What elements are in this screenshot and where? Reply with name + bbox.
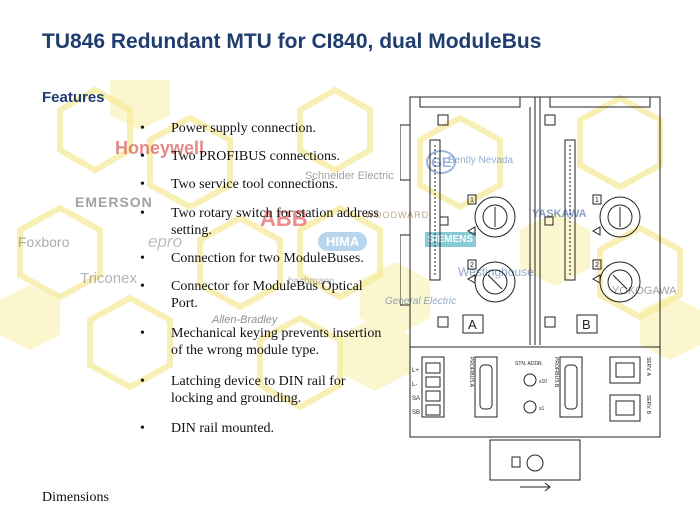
list-item: •Mechanical keying prevents insertion of… [140,326,382,358]
watermark-brand: Triconex [80,270,137,287]
serv-a-label: SERV. A [645,357,651,377]
serv-b-label: SERV. B [645,395,651,415]
power-pin-label: L- [412,382,417,388]
list-item: •Power supply connection. [140,121,317,136]
slot-number-label: 1 [470,197,474,204]
mtu-drawing-svg: 1 2 1 2 A B L+ L- SA SB STN. ADDR. x10 x… [399,96,661,492]
profibus-b-label: PROFIBUS B [553,357,559,388]
slot-number-label: 2 [595,262,599,269]
mtu-drawing: 1 2 1 2 A B L+ L- SA SB STN. ADDR. x10 x… [399,95,690,495]
slot-number-label: 2 [470,262,474,269]
feature-list: •Power supply connection. •Two PROFIBUS … [140,120,390,437]
slot-number-label: 1 [595,197,599,204]
power-pin-label: L+ [412,368,419,374]
slot-b-label: B [582,317,591,332]
watermark-brand: Foxboro [18,234,70,250]
page-title: TU846 Redundant MTU for CI840, dual Modu… [42,30,542,53]
list-item: •Two service tool connections. [140,177,338,192]
profibus-a-label: PROFIBUS A [468,357,474,388]
section-heading: Features [42,89,105,106]
x10-label: x10 [539,379,547,385]
list-item: •Connector for ModuleBus Optical Port. [140,279,363,311]
list-item: •Two rotary switch for station address s… [140,206,379,238]
cutoff-heading: Dimensions [42,490,109,505]
power-pin-label: SA [412,396,420,402]
list-item: •DIN rail mounted. [140,421,275,436]
stn-addr-label: STN. ADDR. [515,361,543,367]
slot-a-label: A [468,317,477,332]
list-item: •Two PROFIBUS connections. [140,149,340,164]
power-pin-label: SB [412,410,420,416]
list-item: •Latching device to DIN rail for locking… [140,374,346,406]
x1-label: x1 [539,406,545,412]
list-item: •Connection for two ModuleBuses. [140,251,364,266]
